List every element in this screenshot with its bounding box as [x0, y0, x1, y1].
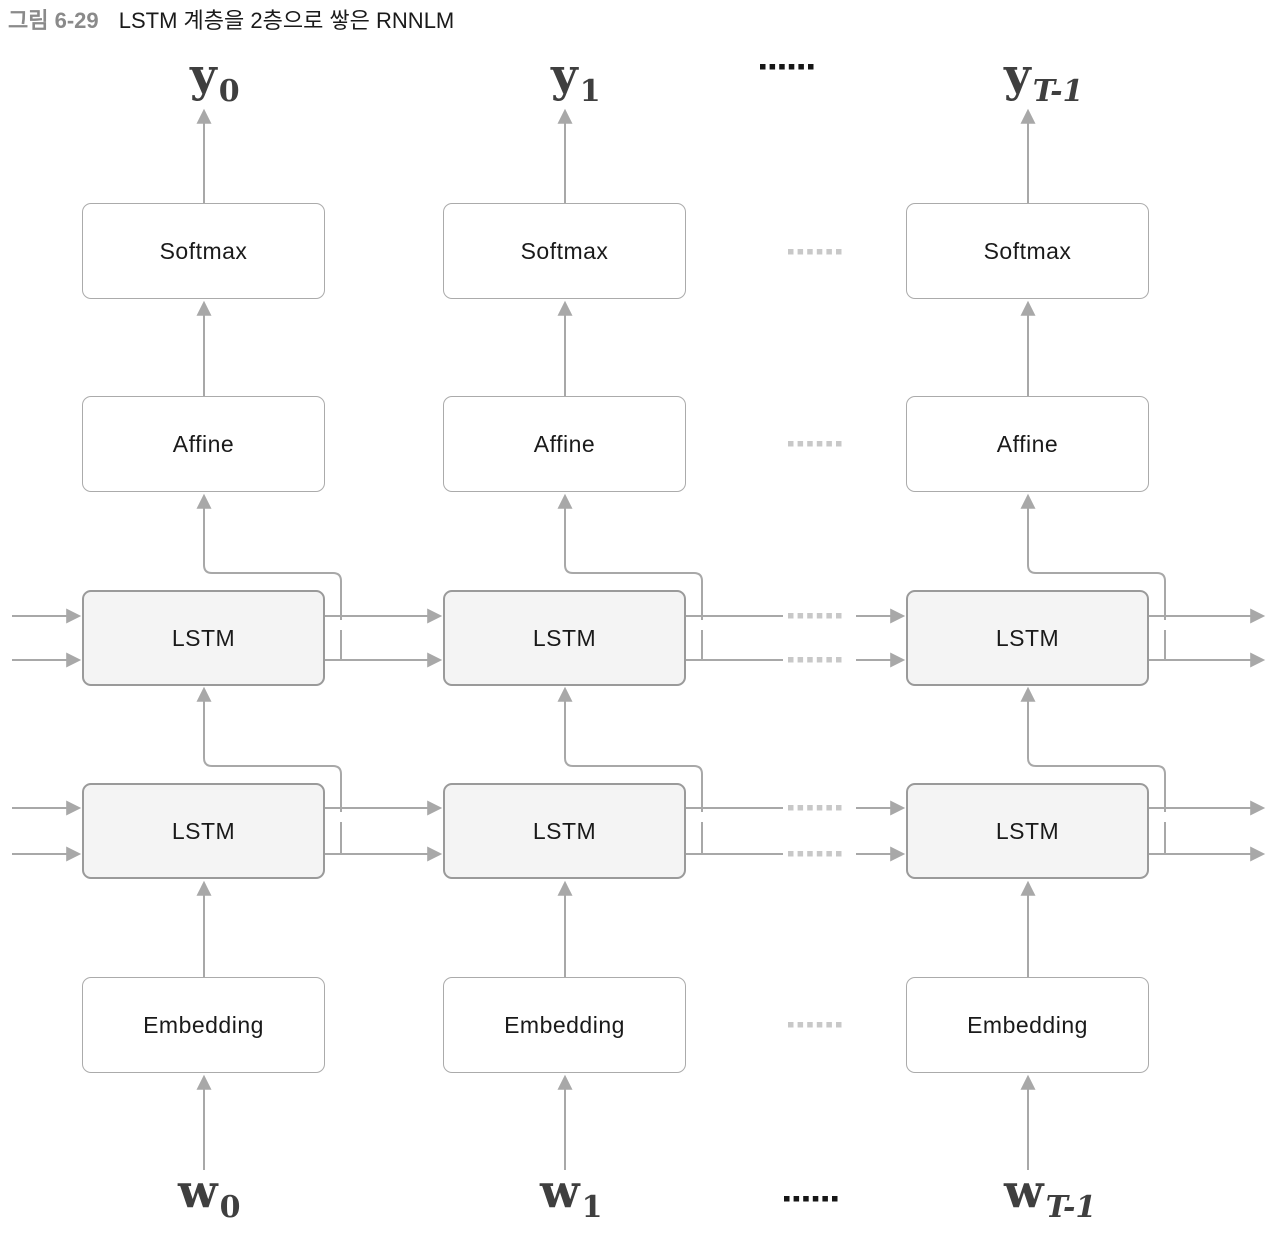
softmax-box-tlast: Softmax [906, 203, 1149, 299]
lstm-lower-box-t1: LSTM [443, 783, 686, 879]
figure-caption: LSTM 계층을 2층으로 쌓은 RNNLM [118, 8, 455, 33]
affine-box-tlast: Affine [906, 396, 1149, 492]
input-label-w1: w1 [540, 1164, 603, 1225]
output-label-y0: y0 [190, 48, 240, 109]
input-label-w0: w0 [178, 1164, 241, 1225]
output-label-y1: y1 [551, 48, 601, 109]
affine-box-t0: Affine [82, 396, 325, 492]
lstm-lower-box-tlast: LSTM [906, 783, 1149, 879]
lstm-upper-box-tlast: LSTM [906, 590, 1149, 686]
softmax-box-t0: Softmax [82, 203, 325, 299]
embedding-box-tlast: Embedding [906, 977, 1149, 1073]
embedding-box-t0: Embedding [82, 977, 325, 1073]
ellipsis-dots-light [788, 249, 842, 1028]
lstm-upper-box-t0: LSTM [82, 590, 325, 686]
lstm-lower-box-t0: LSTM [82, 783, 325, 879]
figure-title: 그림 6-29 LSTM 계층을 2층으로 쌓은 RNNLM [8, 8, 454, 34]
embedding-box-t1: Embedding [443, 977, 686, 1073]
output-label-ylast: yT-1 [1004, 48, 1084, 109]
affine-box-t1: Affine [443, 396, 686, 492]
softmax-box-t1: Softmax [443, 203, 686, 299]
ellipsis-dots-dark [760, 64, 838, 1202]
figure-number: 그림 6-29 [8, 8, 99, 33]
input-label-wlast: wT-1 [1004, 1164, 1097, 1225]
lstm-upper-box-t1: LSTM [443, 590, 686, 686]
